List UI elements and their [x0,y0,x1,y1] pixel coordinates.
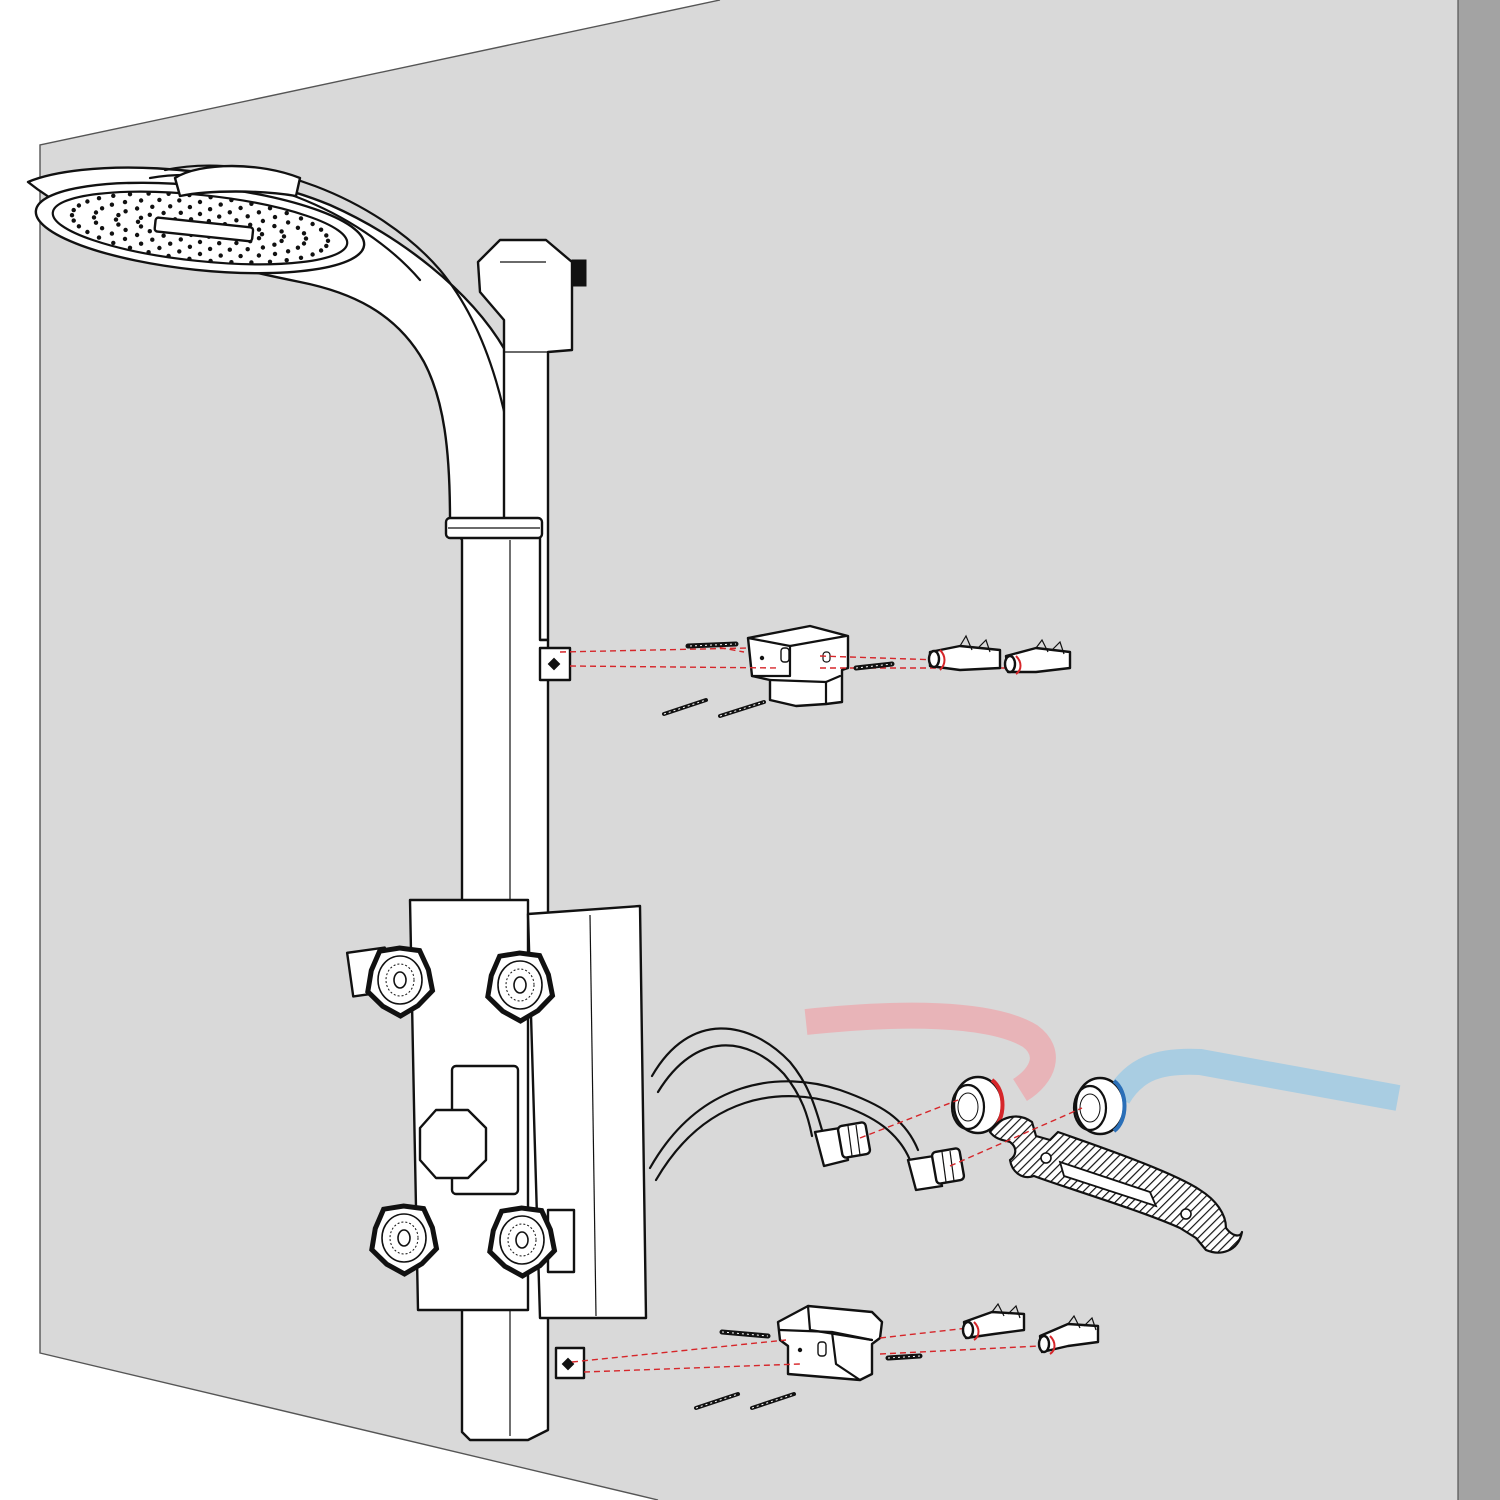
screw-icon [750,1392,796,1410]
wall-plug-icon [927,634,1002,672]
water-supply-pipes [804,1002,1401,1111]
wall-side-edge [1458,0,1500,1500]
cold-elbow-connector [906,1147,966,1192]
body-jet-icon [487,1205,558,1279]
screw-icon [694,1392,740,1410]
wall-plug-icon [1003,638,1072,675]
eccentric-fittings [950,1075,1127,1136]
shower-head-center-strip [153,216,255,243]
screw-icon [685,641,739,649]
screw-icon [719,1329,771,1339]
lower-mounting-bracket-assembly [571,1302,1100,1410]
hot-elbow-connector [813,1121,872,1168]
body-jet-icon [369,1203,440,1277]
hand-shower-hose-connector [571,259,587,287]
cold-water-pipe [1106,1048,1401,1111]
bracket-icon [776,1304,884,1382]
bracket-icon [746,624,850,708]
body-jets [365,945,558,1279]
hot-water-pipe [804,1002,1056,1102]
wrench-icon [988,1115,1244,1254]
upper-mounting-bracket-assembly [559,624,1072,718]
hot-eccentric-fitting [950,1075,1005,1135]
cold-eccentric-fitting [1072,1076,1127,1136]
screw-icon [885,1353,923,1361]
screw-icon [718,700,766,718]
bottom-column-bracket-tab [554,1346,586,1380]
body-jet-icon [365,945,436,1019]
screw-icon [662,698,708,716]
wall-plug-icon [1037,1314,1100,1355]
hose-guide-lines [859,1099,1083,1167]
screw-icon [853,661,895,671]
body-jet-icon [485,950,556,1024]
wall-plug-icon [961,1302,1026,1341]
wall-outline [39,0,721,1500]
flexible-hoses [648,1027,966,1192]
hand-shower [476,238,587,642]
rain-shower-head [26,164,536,522]
diverter-knob [418,1108,488,1180]
